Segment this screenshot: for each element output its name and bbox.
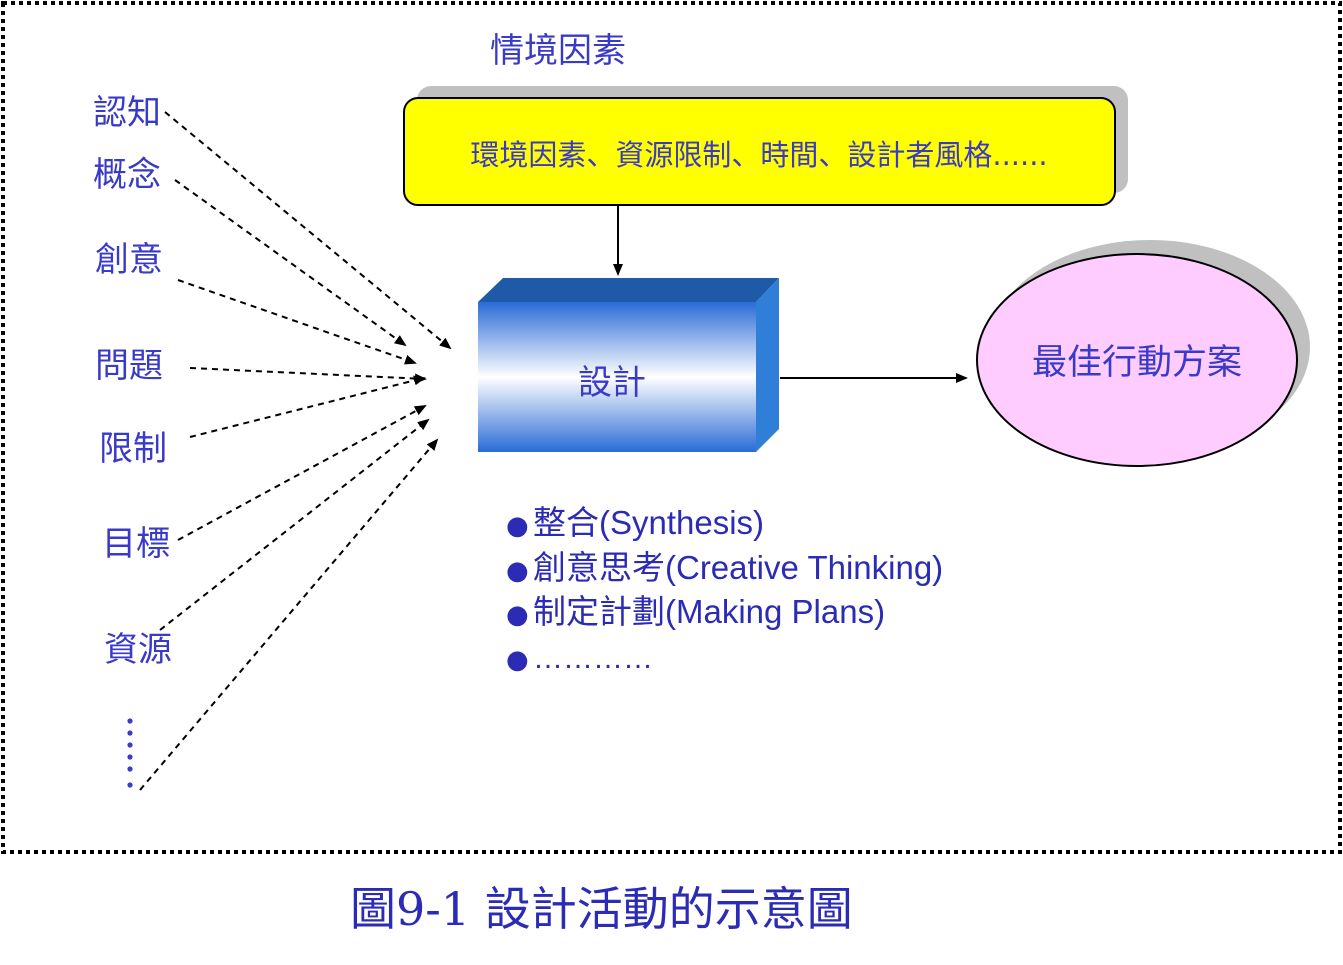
input-arrow <box>177 405 427 541</box>
activity-item: 整合(Synthesis) <box>533 504 764 541</box>
input-arrow <box>177 279 417 365</box>
input-arrow <box>189 375 426 438</box>
figure-caption: 圖9-1 設計活動的示意圖 <box>350 882 853 936</box>
activity-bullet: ● <box>506 645 529 675</box>
input-label: 資源 <box>104 630 172 670</box>
context-factors-text: 環境因素、資源限制、時間、設計者風格...... <box>470 138 1047 172</box>
design-box-label: 設計 <box>578 363 646 403</box>
activity-bullet: ● <box>506 511 529 541</box>
input-arrow <box>189 367 427 384</box>
input-arrow <box>159 418 430 631</box>
input-label: 目標 <box>102 524 170 564</box>
input-arrow <box>174 179 407 347</box>
input-label: 問題 <box>95 346 163 386</box>
input-label: 限制 <box>99 429 167 469</box>
activity-bullet: ● <box>506 600 529 630</box>
input-label: 概念 <box>93 155 161 195</box>
frame-border <box>1 1 1342 854</box>
activity-list: ● 整合(Synthesis) ● 創意思考(Creative Thinking… <box>506 504 943 675</box>
activity-item: ………… <box>533 642 653 675</box>
activity-item: 創意思考(Creative Thinking) <box>533 549 943 586</box>
activity-bullet: ● <box>506 556 529 586</box>
design-box <box>478 278 779 452</box>
vertical-ellipsis <box>127 718 133 788</box>
input-arrow <box>164 111 452 350</box>
output-label: 最佳行動方案 <box>1032 343 1242 383</box>
input-label: 創意 <box>95 240 163 280</box>
activity-item: 制定計劃(Making Plans) <box>533 593 885 630</box>
input-arrow <box>139 438 439 791</box>
context-label: 情境因素 <box>490 31 626 71</box>
input-label: 認知 <box>93 93 161 133</box>
context-box <box>403 97 1116 206</box>
output-ellipse <box>976 253 1298 467</box>
